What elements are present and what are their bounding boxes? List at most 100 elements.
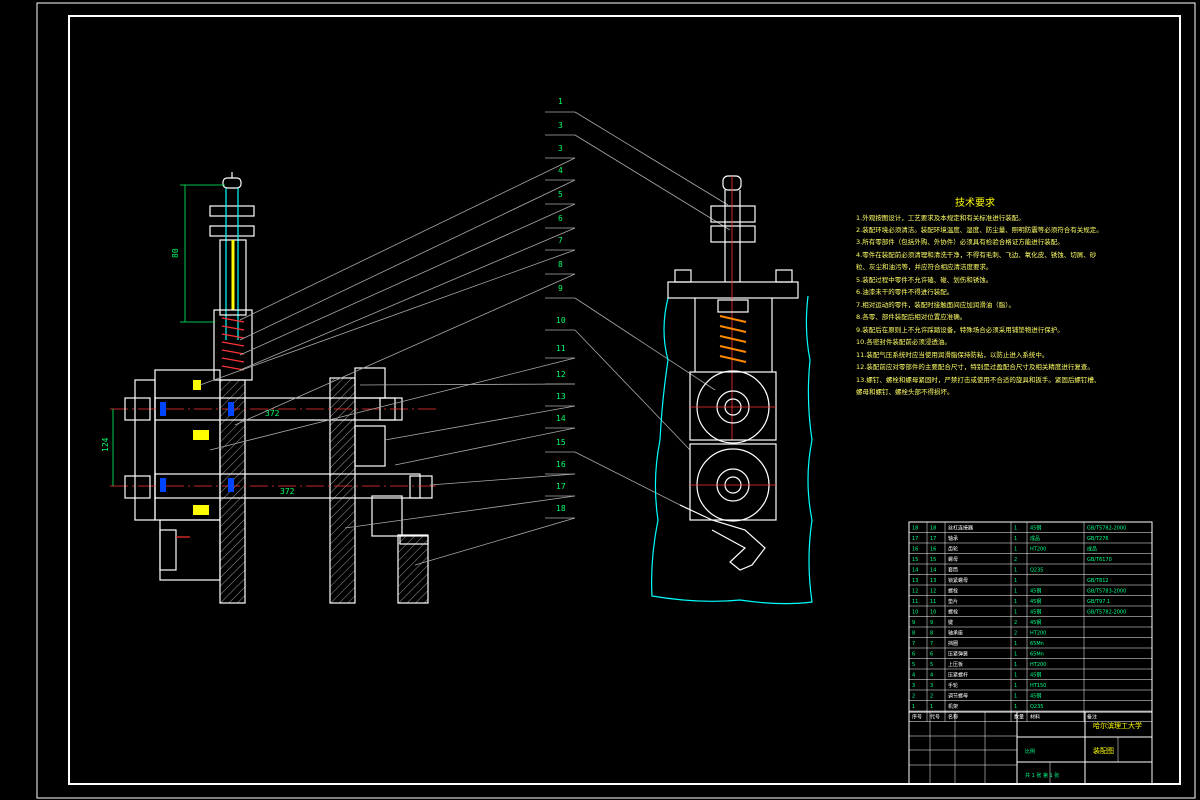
bom-cell: 16 [930, 547, 936, 553]
bom-cell: Q235 [1030, 568, 1043, 574]
bom-cell: 轴承座 [948, 630, 963, 637]
bom-cell: 压紧螺杆 [948, 672, 968, 679]
bom-cell: 16 [912, 547, 918, 553]
bom-cell: 45钢 [1030, 609, 1041, 616]
dim-shaft-bottom: 372 [280, 487, 295, 496]
bom-cell: GB/T812 [1087, 578, 1109, 584]
bom-cell: 45钢 [1030, 619, 1041, 626]
bom-cell: 1 [1014, 683, 1017, 689]
callout-numbers: 1 3 3 4 5 6 7 8 9 10 11 12 13 14 15 16 1… [556, 97, 566, 513]
bom-cell: 18 [912, 526, 918, 532]
bom-cell: 1 [930, 704, 933, 710]
bom-cell: 齿轮 [948, 546, 958, 553]
bom-header-cell: 序号 [912, 714, 922, 721]
bom-cell: 17 [930, 536, 936, 542]
bom-cell: 7 [930, 641, 933, 647]
bom-cell: Q235 [1030, 704, 1043, 710]
bom-cell: 2 [1014, 631, 1017, 637]
bom-cell: 14 [930, 568, 936, 574]
callout-label: 15 [556, 438, 566, 447]
callout-label: 8 [558, 260, 563, 269]
bom-cell: 成品 [1030, 535, 1040, 542]
bom-header-cell: 名称 [948, 714, 958, 721]
bom-cell: 1 [1014, 694, 1017, 700]
bom-cell: 6 [912, 652, 915, 658]
bom-cell: 上压板 [948, 661, 963, 668]
drawing-name: 装配图 [1093, 746, 1114, 755]
bom-cell: 45钢 [1030, 672, 1041, 679]
bom-cell: 9 [930, 620, 933, 626]
dim-center-dist: 124 [101, 437, 110, 452]
bom-cell: 3 [930, 683, 933, 689]
bom-cell: 调节螺母 [948, 693, 968, 700]
bom-header-cell: 备注 [1087, 714, 1097, 721]
bom-cell: 9 [912, 620, 915, 626]
bom-cell: GB/T5783-2000 [1087, 589, 1126, 595]
bom-cell: 1 [1014, 704, 1017, 710]
callout-label: 14 [556, 414, 566, 423]
tech-req-line: 7.相对运动的零件，装配时接触面间应加润滑油（脂）。 [856, 300, 1015, 309]
bom-cell: 2 [1014, 620, 1017, 626]
tech-req-line: 10.各密封件装配前必须浸透油。 [856, 337, 951, 346]
bom-cell: 5 [930, 662, 933, 668]
bom-cell: 丝杠连接器 [948, 525, 973, 532]
callout-label: 6 [558, 214, 563, 223]
tech-req-line: 5.装配过程中零件不允许磕、碰、划伤和锈蚀。 [856, 275, 992, 284]
bom-cell: 1 [1014, 673, 1017, 679]
callout-label: 7 [558, 236, 563, 245]
callout-label: 1 [558, 97, 563, 106]
bom-cell: 10 [930, 610, 936, 616]
bom-cell: 15 [930, 557, 936, 563]
bom-cell: 锁紧螺母 [948, 577, 968, 584]
inner-frame [68, 15, 1181, 785]
bom-cell: HT200 [1030, 631, 1046, 637]
tech-req-line: 2.装配环境必须清洁。装配环境温度、湿度、防尘量、照明防震等必须符合有关规定。 [856, 225, 1103, 234]
technical-requirements: 技术要求 1.外观按图设计，工艺要求及本规定和有关标准进行装配。 2.装配环境必… [856, 196, 1103, 396]
bom-cell: 45钢 [1030, 598, 1041, 605]
bom-cell: 垫片 [948, 598, 958, 605]
tech-req-title: 技术要求 [955, 196, 995, 209]
callout-leaders [199, 111, 731, 566]
tech-req-line: 13.螺钉、螺栓和螺母紧固时，严禁打击或使用不合适的旋具和扳手。紧固后螺钉槽、 [856, 375, 1100, 384]
bom-cell: 3 [912, 683, 915, 689]
bom-cell: 5 [912, 662, 915, 668]
bom-cell: 套筒 [948, 567, 958, 574]
bom-cell: 1 [1014, 599, 1017, 605]
bom-cell: 4 [930, 673, 933, 679]
bom-cell: 8 [930, 631, 933, 637]
bom-cell: 12 [912, 589, 918, 595]
bom-cell: 13 [912, 578, 918, 584]
scale-label: 比例 [1025, 748, 1035, 755]
callout-label: 13 [556, 392, 566, 401]
bom-cell: 65Mn [1030, 641, 1044, 647]
dim-shaft-top: 372 [265, 409, 280, 418]
school-name: 哈尔滨理工大学 [1093, 721, 1142, 730]
bom-cell: 1 [1014, 652, 1017, 658]
bom-cell: 手轮 [948, 682, 958, 689]
tech-req-line: 12.装配前应对零部件的主要配合尺寸，特别是过盈配合尺寸及相关精度进行复查。 [856, 362, 1094, 371]
bom-cell: 1 [1014, 536, 1017, 542]
bom-cell: 2 [930, 694, 933, 700]
bom-cell: GB/T6170 [1087, 557, 1112, 563]
bom-cell: GB/T5782-2000 [1087, 526, 1126, 532]
callout-label: 10 [556, 316, 566, 325]
tech-req-line: 螺母和螺钉、螺栓头部不得损坏。 [856, 387, 954, 396]
bom-cell: 1 [1014, 526, 1017, 532]
callout-label: 11 [556, 344, 566, 353]
bom-header-cell: 代号 [930, 714, 940, 721]
bom-cell: 7 [912, 641, 915, 647]
bom-cell: 12 [930, 589, 936, 595]
bom-cell: 65Mn [1030, 652, 1044, 658]
bom-cell: 键 [948, 619, 953, 626]
callout-label: 18 [556, 504, 566, 513]
tech-req-line: 6.油漆未干的零件不得进行装配。 [856, 287, 953, 296]
bom-cell: 18 [930, 526, 936, 532]
callout-label: 5 [558, 190, 563, 199]
bom-cell: 螺栓 [948, 588, 958, 595]
bom-cell: 压紧弹簧 [948, 651, 968, 658]
bom-cell: 11 [930, 599, 936, 605]
callout-label: 9 [558, 284, 563, 293]
title-block [908, 711, 1153, 785]
